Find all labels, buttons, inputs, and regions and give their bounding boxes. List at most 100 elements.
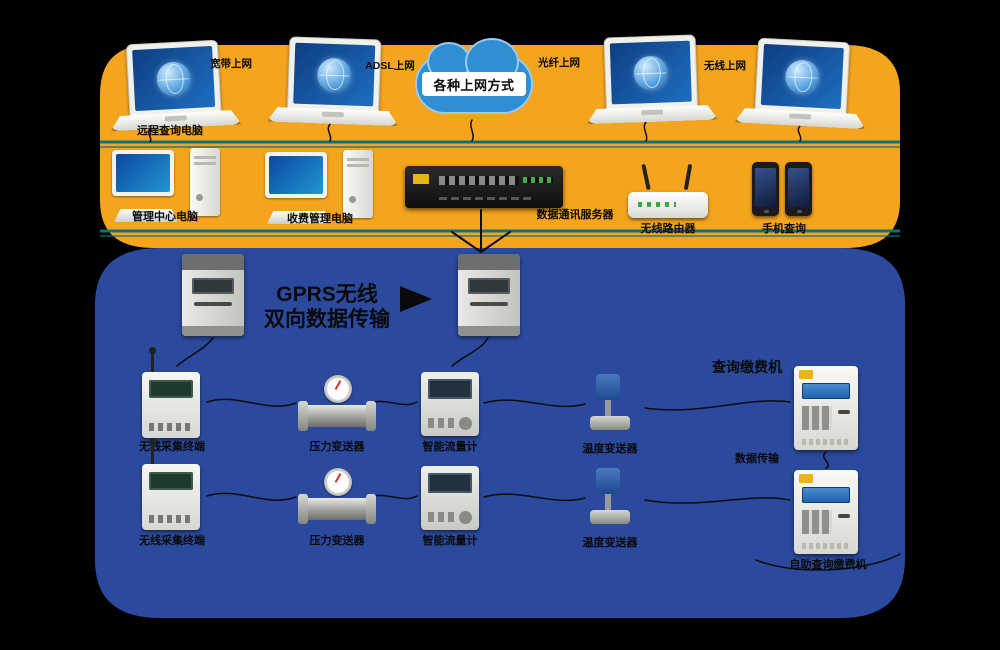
- laptop-screen: [125, 39, 222, 118]
- control-valve-icon: [590, 374, 630, 438]
- rack-logo: [413, 174, 429, 184]
- laptop-screen: [754, 37, 851, 116]
- data-collector-icon: [458, 254, 520, 336]
- wireless-terminal-icon: [142, 347, 200, 438]
- keyboard-icon: [114, 209, 178, 222]
- arrow-right-icon: [400, 286, 432, 312]
- internet-cloud: 各种上网方式: [415, 38, 533, 120]
- meter-dial: [459, 417, 472, 430]
- smartphone-icon: [752, 162, 779, 216]
- valve-base: [590, 510, 630, 524]
- machine-logo: [799, 474, 813, 483]
- pressure-sensor-icon: [298, 375, 376, 437]
- valve-base: [590, 416, 630, 430]
- field-label: 无线采集终端: [139, 441, 205, 453]
- right-mid-note: 数据传输: [735, 453, 779, 465]
- transfer-note: GPRS无线 双向数据传输: [256, 282, 398, 332]
- field-label: 压力变送器: [309, 441, 365, 453]
- laptop-icon: [584, 34, 719, 125]
- data-collector-icon: [182, 254, 244, 336]
- collector-head: [182, 254, 244, 270]
- flow-meter-icon: [421, 466, 479, 530]
- rack-ports: [439, 176, 519, 185]
- valve-actuator: [596, 468, 620, 494]
- access-method-label: 宽带上网: [210, 58, 252, 70]
- globe-icon: [784, 58, 821, 95]
- pc1-label: 管理中心电脑: [132, 211, 198, 223]
- monitor-icon: [265, 152, 327, 198]
- terminal-screen: [149, 380, 193, 398]
- pc-tower-icon: [190, 148, 220, 216]
- pipe-body: [298, 494, 376, 524]
- gauge-icon: [324, 468, 352, 496]
- right-bottom-note: 自助查询缴费机: [789, 559, 867, 571]
- card-slot: [838, 410, 850, 414]
- valve-stem: [605, 400, 611, 416]
- router-leds: [638, 202, 676, 207]
- machine-logo: [799, 370, 813, 379]
- collector-display: [468, 278, 510, 294]
- collector-head: [458, 254, 520, 270]
- meter-buttons: [428, 418, 456, 428]
- field-label: 无线采集终端: [139, 535, 205, 547]
- pc2-label: 收费管理电脑: [287, 213, 353, 225]
- machine-keypad: [802, 510, 832, 534]
- monitor-icon: [112, 150, 174, 196]
- meter-screen: [428, 473, 472, 493]
- flow-meter-icon: [421, 372, 479, 436]
- field-label: 压力变送器: [309, 535, 365, 547]
- valve-stem: [605, 494, 611, 510]
- access-method-label: ADSL上网: [365, 60, 415, 72]
- server-label: 数据通讯服务器: [536, 209, 614, 221]
- pc-tower-icon: [343, 150, 373, 218]
- terminal-screen: [149, 472, 193, 490]
- field-label: 智能流量计: [422, 535, 478, 547]
- transfer-note-line1: GPRS无线: [276, 283, 378, 306]
- terminal-ports: [149, 515, 193, 523]
- payment-machine-icon: [794, 366, 858, 450]
- terminal-ports: [149, 423, 193, 431]
- collector-slot: [470, 302, 508, 306]
- laptop-icon: [106, 39, 242, 132]
- valve-actuator: [596, 374, 620, 400]
- payment-machine-icon: [794, 470, 858, 554]
- cloud-label: 各种上网方式: [422, 72, 526, 96]
- router-body: [628, 192, 708, 218]
- gauge-icon: [324, 375, 352, 403]
- blue-panel-shape: [95, 248, 905, 618]
- machine-keypad: [802, 406, 832, 430]
- antenna-icon: [149, 439, 156, 464]
- right-title: 查询缴费机: [712, 359, 782, 375]
- access-method-label: 无线上网: [704, 60, 746, 72]
- laptop-icon: [267, 36, 402, 127]
- collector-slot: [194, 302, 232, 306]
- laptop-icon: [734, 37, 870, 130]
- access-method-label: 光纤上网: [538, 57, 580, 69]
- pressure-sensor-icon: [298, 468, 376, 530]
- transfer-note-line2: 双向数据传输: [264, 308, 390, 332]
- field-label: 温度变送器: [582, 443, 638, 455]
- globe-icon: [316, 56, 352, 93]
- phones-label: 手机查询: [762, 223, 806, 235]
- globe-icon: [155, 60, 192, 97]
- machine-screen: [802, 487, 850, 503]
- antenna-icon: [683, 163, 693, 191]
- field-label: 智能流量计: [422, 441, 478, 453]
- rack-leds: [523, 177, 553, 183]
- monitor-screen: [269, 156, 323, 194]
- wireless-terminal-icon: [142, 439, 200, 530]
- globe-icon: [633, 54, 669, 91]
- meter-screen: [428, 379, 472, 399]
- laptop-screen: [286, 36, 382, 113]
- antenna-icon: [641, 163, 651, 191]
- server-rack-icon: [405, 166, 563, 208]
- meter-buttons: [428, 512, 456, 522]
- meter-dial: [459, 511, 472, 524]
- keyboard-icon: [267, 211, 331, 224]
- network-bus-lines: [100, 140, 900, 237]
- desktop-computer-icon: [265, 150, 373, 224]
- laptop-screen: [603, 34, 699, 111]
- laptop-caption: 远程查询电脑: [137, 125, 203, 137]
- control-valve-icon: [590, 468, 630, 532]
